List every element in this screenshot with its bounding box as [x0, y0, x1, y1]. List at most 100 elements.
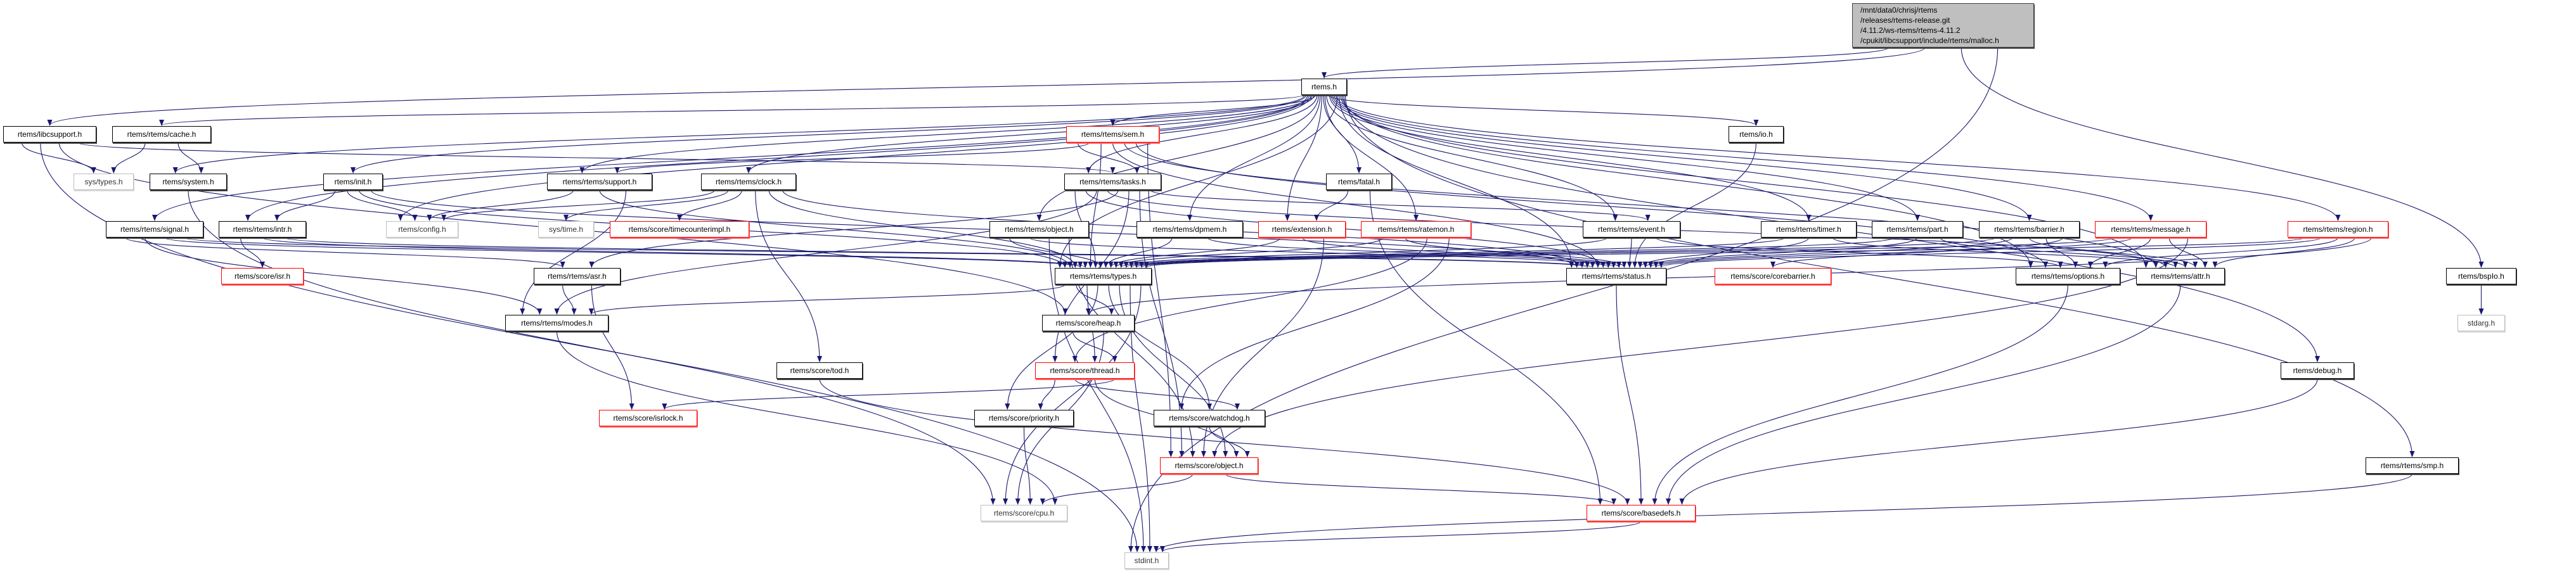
edge-rtems-to-robject	[1036, 94, 1319, 221]
edge-rtems-to-barrier	[1332, 94, 2032, 221]
edge-malloc-to-rtems	[1322, 47, 1889, 79]
edge-signal-to-asr	[125, 237, 565, 268]
edge-fatal-to-basedefs	[1369, 189, 1603, 505]
node-tod[interactable]: rtems/score/tod.h	[776, 362, 863, 379]
node-sobject[interactable]: rtems/score/object.h	[1160, 457, 1258, 474]
node-event[interactable]: rtems/rtems/event.h	[1583, 221, 1680, 238]
node-heap[interactable]: rtems/score/heap.h	[1042, 315, 1135, 331]
node-extension[interactable]: rtems/extension.h	[1258, 221, 1346, 238]
node-modes[interactable]: rtems/rtems/modes.h	[505, 315, 609, 331]
edge-sem-to-status	[1112, 142, 1600, 268]
node-options[interactable]: rtems/rtems/options.h	[2016, 268, 2120, 284]
node-rtems[interactable]: rtems.h	[1301, 79, 1347, 95]
edge-rtems-to-signal	[152, 94, 1308, 221]
edge-status-to-basedefs	[1616, 284, 1644, 505]
edge-types-to-modes	[589, 284, 1066, 315]
node-barrier[interactable]: rtems/rtems/barrier.h	[1979, 221, 2080, 238]
node-robject[interactable]: rtems/rtems/object.h	[989, 221, 1089, 238]
node-malloc-h-main: /mnt/data0/chrisj/rtems /releases/rtems-…	[1852, 3, 2034, 48]
edge-support-to-config	[427, 189, 574, 221]
node-stdint: stdint.h	[1124, 552, 1169, 569]
node-message[interactable]: rtems/rtems/message.h	[2095, 221, 2206, 238]
edge-types-to-priority	[1005, 284, 1098, 410]
node-ratemon[interactable]: rtems/rtems/ratemon.h	[1361, 221, 1471, 238]
node-timer[interactable]: rtems/rtems/timer.h	[1761, 221, 1857, 238]
node-support[interactable]: rtems/rtems/support.h	[547, 174, 652, 190]
edge-watchdog-to-sobject	[1209, 426, 1250, 457]
edge-smp-to-stdint	[1154, 473, 2413, 552]
edge-tod-to-basedefs	[819, 378, 1630, 505]
node-fatal[interactable]: rtems/fatal.h	[1326, 174, 1392, 190]
edge-malloc-to-stdint	[1128, 47, 1999, 552]
node-system[interactable]: rtems/system.h	[150, 174, 227, 190]
edge-message-to-attr	[2168, 237, 2208, 268]
edge-asr-to-modes	[562, 284, 577, 315]
edge-robject-to-types	[1008, 237, 1104, 268]
edge-tasks-to-event	[1150, 189, 1651, 221]
edge-sem-to-attr	[1124, 142, 2158, 268]
edge-tasks-to-modes	[554, 189, 1097, 315]
edge-signal-to-modes	[145, 237, 543, 315]
edge-sem-to-types	[1088, 142, 1102, 268]
edge-clock-to-timecounter	[677, 189, 742, 221]
node-priority[interactable]: rtems/score/priority.h	[974, 410, 1074, 426]
node-watchdog[interactable]: rtems/score/watchdog.h	[1154, 410, 1265, 426]
edge-rtems-to-sem	[1110, 94, 1316, 126]
node-init[interactable]: rtems/init.h	[323, 174, 383, 190]
node-tasks[interactable]: rtems/rtems/tasks.h	[1064, 174, 1161, 190]
node-smp[interactable]: rtems/rtems/smp.h	[2366, 457, 2459, 474]
node-isr[interactable]: rtems/score/isr.h	[221, 268, 304, 284]
edge-rtems-to-ratemon	[1324, 94, 1419, 221]
edge-rtems-to-clock	[746, 94, 1315, 174]
node-stdarg: stdarg.h	[2457, 315, 2505, 331]
edge-support-to-types	[599, 189, 1073, 268]
edge-init-to-config	[347, 189, 418, 221]
edge-clock-to-systime	[564, 189, 729, 221]
edge-timer-to-types	[1124, 237, 1786, 268]
edge-message-to-options	[2087, 237, 2151, 268]
node-intr[interactable]: rtems/rtems/intr.h	[219, 221, 306, 238]
node-bspio[interactable]: rtems/bspIo.h	[2446, 268, 2516, 284]
node-dpmem[interactable]: rtems/rtems/dpmem.h	[1137, 221, 1243, 238]
edge-rtems-to-system	[172, 94, 1305, 174]
edge-support-to-modes	[520, 189, 627, 315]
edge-malloc-to-bspio	[1961, 47, 2484, 268]
node-attr[interactable]: rtems/rtems/attr.h	[2136, 268, 2225, 284]
node-status[interactable]: rtems/rtems/status.h	[1566, 268, 1666, 284]
edge-system-to-cpu	[188, 189, 996, 505]
node-asr[interactable]: rtems/rtems/asr.h	[534, 268, 621, 284]
edge-barrier-to-types	[1134, 237, 1997, 268]
node-debug[interactable]: rtems/debug.h	[2281, 362, 2354, 379]
edge-rtems-to-timer	[1329, 94, 1812, 221]
node-isrlock[interactable]: rtems/score/isrlock.h	[599, 410, 697, 426]
node-timecounter[interactable]: rtems/score/timecounterimpl.h	[610, 221, 749, 238]
edge-rtems-to-extension	[1285, 94, 1322, 221]
edge-rtems-to-part	[1330, 94, 1920, 221]
edge-rtems-to-init	[351, 94, 1306, 174]
node-sem[interactable]: rtems/rtems/sem.h	[1066, 126, 1159, 143]
edge-ratemon-to-watchdog	[1179, 237, 1450, 410]
node-signal[interactable]: rtems/rtems/signal.h	[106, 221, 203, 238]
node-corebarrier[interactable]: rtems/score/corebarrier.h	[1715, 268, 1831, 284]
node-cache[interactable]: rtems/rtems/cache.h	[112, 126, 211, 143]
node-basedefs[interactable]: rtems/score/basedefs.h	[1587, 505, 1696, 521]
edge-rtems-to-event	[1326, 94, 1618, 221]
edge-libcsupport-to-tasks	[77, 142, 1115, 174]
edge-fatal-to-extension	[1314, 189, 1349, 221]
edge-barrier-to-attr	[2028, 237, 2198, 268]
node-clock[interactable]: rtems/rtems/clock.h	[701, 174, 796, 190]
edge-rtems-to-region	[1336, 94, 2341, 221]
node-types[interactable]: rtems/rtems/types.h	[1055, 268, 1152, 284]
edge-tasks-to-asr	[589, 189, 1119, 268]
edge-barrier-to-options	[2045, 237, 2078, 268]
node-part[interactable]: rtems/rtems/part.h	[1872, 221, 1963, 238]
node-io[interactable]: rtems/io.h	[1729, 126, 1784, 143]
edge-thread-to-watchdog	[1074, 378, 1240, 410]
edge-message-to-status	[1653, 237, 2133, 268]
edge-debug-to-basedefs	[1679, 378, 2318, 505]
edge-rtems-to-message	[1334, 94, 2153, 221]
node-region[interactable]: rtems/rtems/region.h	[2288, 221, 2388, 238]
node-libcsupport[interactable]: rtems/libcsupport.h	[3, 126, 96, 143]
node-thread[interactable]: rtems/score/thread.h	[1035, 362, 1135, 379]
